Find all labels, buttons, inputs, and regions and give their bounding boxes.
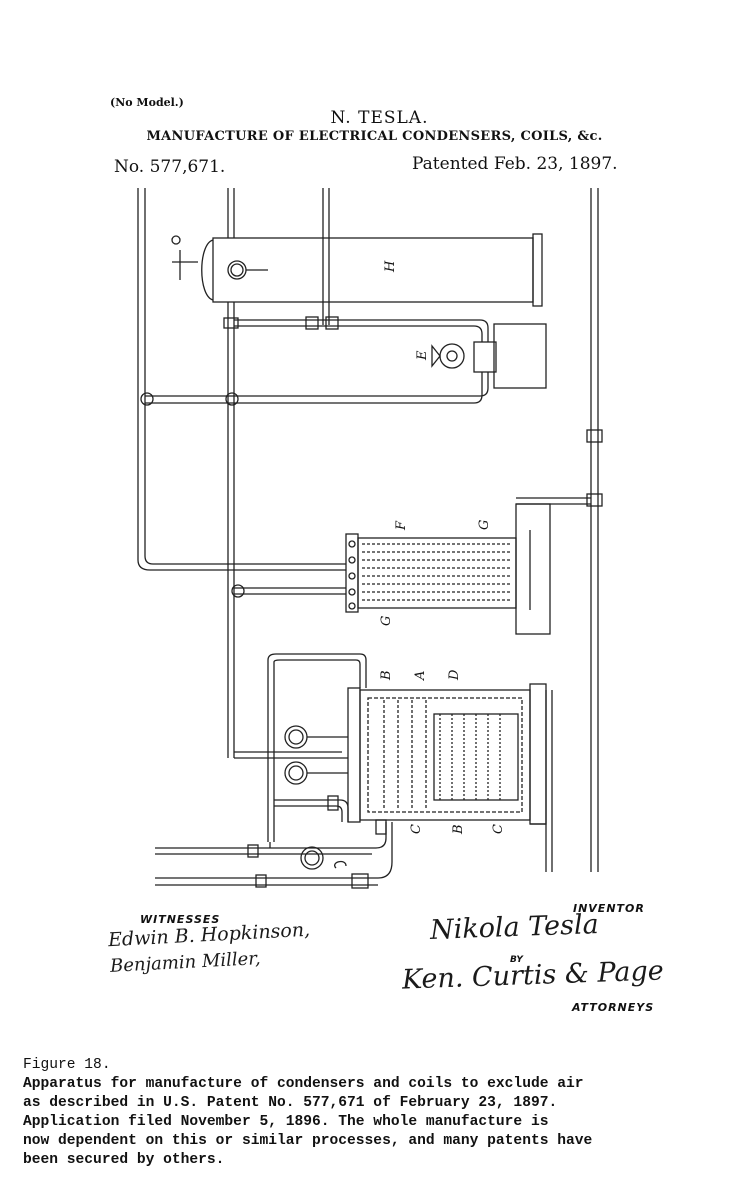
patent-number: No. 577,671.	[114, 157, 226, 177]
gauges	[234, 725, 349, 870]
drawing-labels: H E F G G B A D C B C	[379, 260, 506, 835]
inventor-signature: Nikola Tesla	[429, 909, 600, 946]
label-a: A	[413, 671, 428, 681]
label-c-right: C	[491, 824, 506, 834]
witnesses-label: WITNESSES	[140, 913, 221, 926]
pipes-middle	[137, 555, 367, 842]
label-b-top: B	[379, 670, 394, 681]
model-note: (No Model.)	[110, 96, 184, 109]
figure-caption: Figure 18. Apparatus for manufacture of …	[23, 1056, 723, 1170]
tank-h	[171, 233, 543, 307]
by-label: BY	[510, 955, 523, 965]
label-c-left: C	[409, 824, 424, 834]
label-f: F	[394, 520, 409, 531]
patent-date: Patented Feb. 23, 1897.	[412, 154, 618, 174]
label-g-top: G	[477, 520, 492, 530]
caption-text: Apparatus for manufacture of condensers …	[23, 1076, 593, 1168]
top-pipes	[137, 188, 599, 872]
label-b-bottom: B	[451, 824, 466, 835]
label-g-bottom: G	[379, 616, 394, 626]
inventor-heading: N. TESLA.	[330, 108, 429, 128]
label-e: E	[415, 350, 430, 361]
attorneys-label: ATTORNEYS	[572, 1001, 655, 1014]
label-d: D	[447, 669, 462, 681]
pipes-bottom	[155, 822, 393, 889]
vessel-a	[347, 683, 553, 872]
pump-e	[431, 323, 547, 389]
label-h: H	[383, 260, 398, 273]
pipes-upper	[140, 302, 489, 758]
inventor-label: INVENTOR	[573, 902, 645, 915]
caption-label: Figure 18.	[23, 1057, 111, 1073]
pipes-right	[516, 429, 603, 507]
patent-title: MANUFACTURE OF ELECTRICAL CONDENSERS, CO…	[146, 129, 603, 144]
patent-drawing: H E F G G B A D C B C	[137, 188, 603, 889]
vessel-f	[345, 503, 551, 635]
